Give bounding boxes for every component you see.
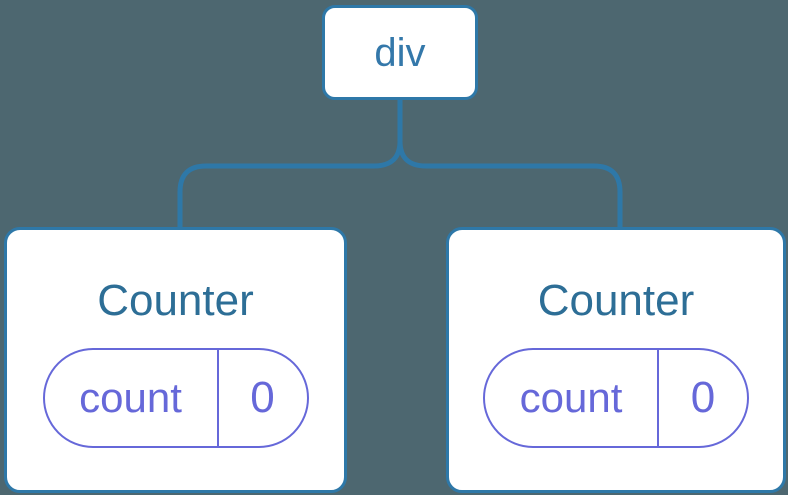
pill-divider bbox=[216, 349, 219, 446]
pill-divider bbox=[657, 349, 659, 446]
connector-right-branch bbox=[397, 99, 623, 230]
state-key-label: count bbox=[519, 373, 623, 421]
component-title: Counter bbox=[537, 276, 695, 325]
state-pill: count 0 bbox=[483, 347, 749, 448]
counter-card-left: Counter count 0 bbox=[4, 227, 347, 493]
state-key-label: count bbox=[79, 373, 182, 421]
state-value: 0 bbox=[250, 372, 275, 422]
counter-card-right: Counter count 0 bbox=[446, 227, 786, 493]
root-node-div: div bbox=[322, 5, 478, 100]
connector-left-branch bbox=[177, 99, 403, 230]
root-node-label: div bbox=[374, 30, 426, 75]
component-title: Counter bbox=[97, 276, 254, 325]
state-value: 0 bbox=[690, 372, 716, 422]
state-pill: count 0 bbox=[42, 347, 309, 448]
